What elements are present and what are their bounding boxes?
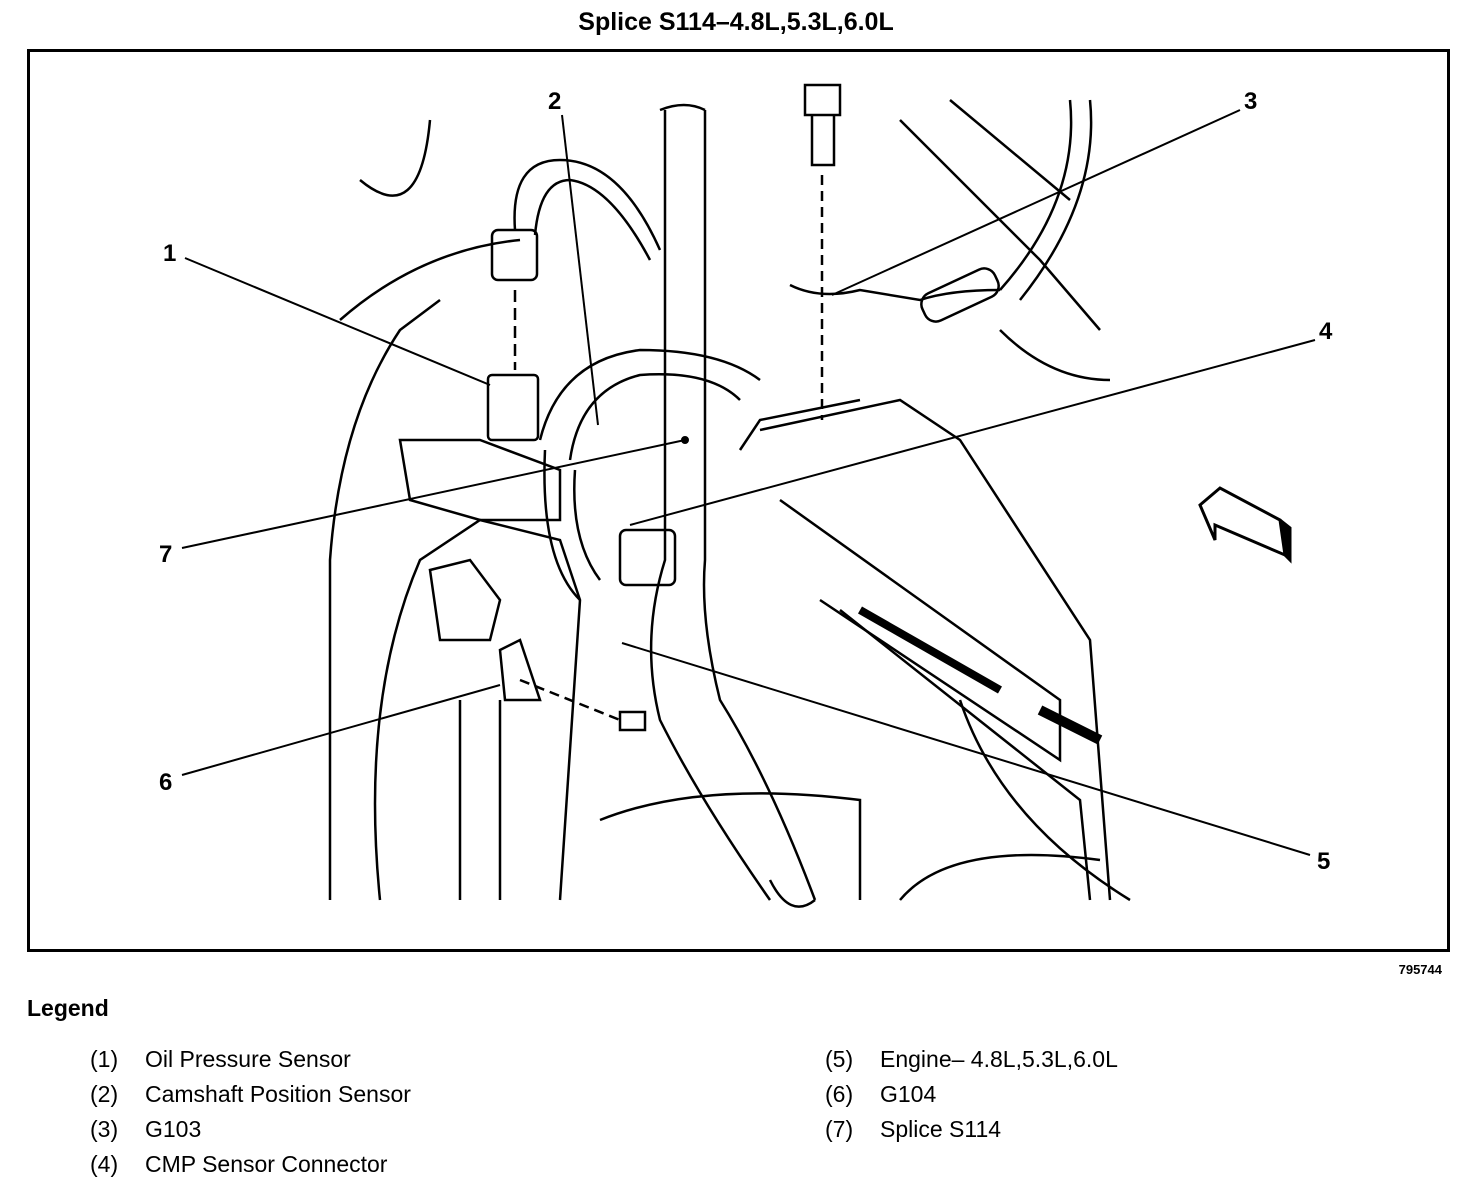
legend-item: (2) Camshaft Position Sensor: [90, 1081, 411, 1108]
wiring-harness: [538, 103, 817, 908]
legend-label: Engine– 4.8L,5.3L,6.0L: [880, 1046, 1118, 1072]
legend-num: (3): [90, 1116, 119, 1142]
leader-7: [181, 439, 686, 549]
callout-6: 6: [159, 769, 173, 796]
legend-num: (1): [90, 1046, 119, 1072]
g103-bolt: [789, 83, 1093, 420]
view-direction-arrow-icon: [1198, 486, 1292, 564]
legend-label: G104: [880, 1081, 937, 1107]
legend-item: (7) Splice S114: [825, 1116, 1001, 1143]
legend-item: (5) Engine– 4.8L,5.3L,6.0L: [825, 1046, 1118, 1073]
callout-7: 7: [159, 541, 173, 568]
leader-3: [831, 109, 1241, 296]
illustration-frame: [27, 49, 1450, 952]
legend-label: Camshaft Position Sensor: [145, 1081, 411, 1107]
callout-2: 2: [548, 88, 562, 115]
stud: [858, 606, 1103, 745]
legend-label: G103: [145, 1116, 202, 1142]
callout-5: 5: [1317, 848, 1331, 875]
legend-item: (3) G103: [90, 1116, 201, 1143]
legend-num: (5): [825, 1046, 854, 1072]
cmp-sensor-connector: [618, 528, 677, 587]
callout-4: 4: [1319, 318, 1333, 345]
diagram-title: Splice S114–4.8L,5.3L,6.0L: [578, 8, 894, 36]
callout-leaders: [181, 109, 1316, 856]
leader-5: [621, 642, 1311, 856]
leader-2: [561, 114, 599, 426]
legend-item: (6) G104: [825, 1081, 936, 1108]
legend-num: (2): [90, 1081, 119, 1107]
legend-heading: Legend: [27, 995, 109, 1021]
leader-4: [629, 339, 1316, 526]
figure-number: 795744: [1398, 962, 1442, 977]
oil-pressure-sensor: [486, 158, 662, 442]
leader-1: [184, 257, 491, 386]
legend-num: (4): [90, 1151, 119, 1177]
leader-6: [181, 684, 501, 776]
legend-item: (4) CMP Sensor Connector: [90, 1151, 387, 1178]
legend-num: (7): [825, 1116, 854, 1142]
legend-label: CMP Sensor Connector: [145, 1151, 388, 1177]
legend-num: (6): [825, 1081, 854, 1107]
legend-item: (1) Oil Pressure Sensor: [90, 1046, 351, 1073]
legend-label: Oil Pressure Sensor: [145, 1046, 351, 1072]
legend-label: Splice S114: [880, 1116, 1002, 1142]
callout-1: 1: [163, 240, 177, 267]
g104-bracket: [458, 638, 647, 900]
callout-3: 3: [1244, 88, 1258, 115]
engine-block: [328, 99, 1131, 902]
